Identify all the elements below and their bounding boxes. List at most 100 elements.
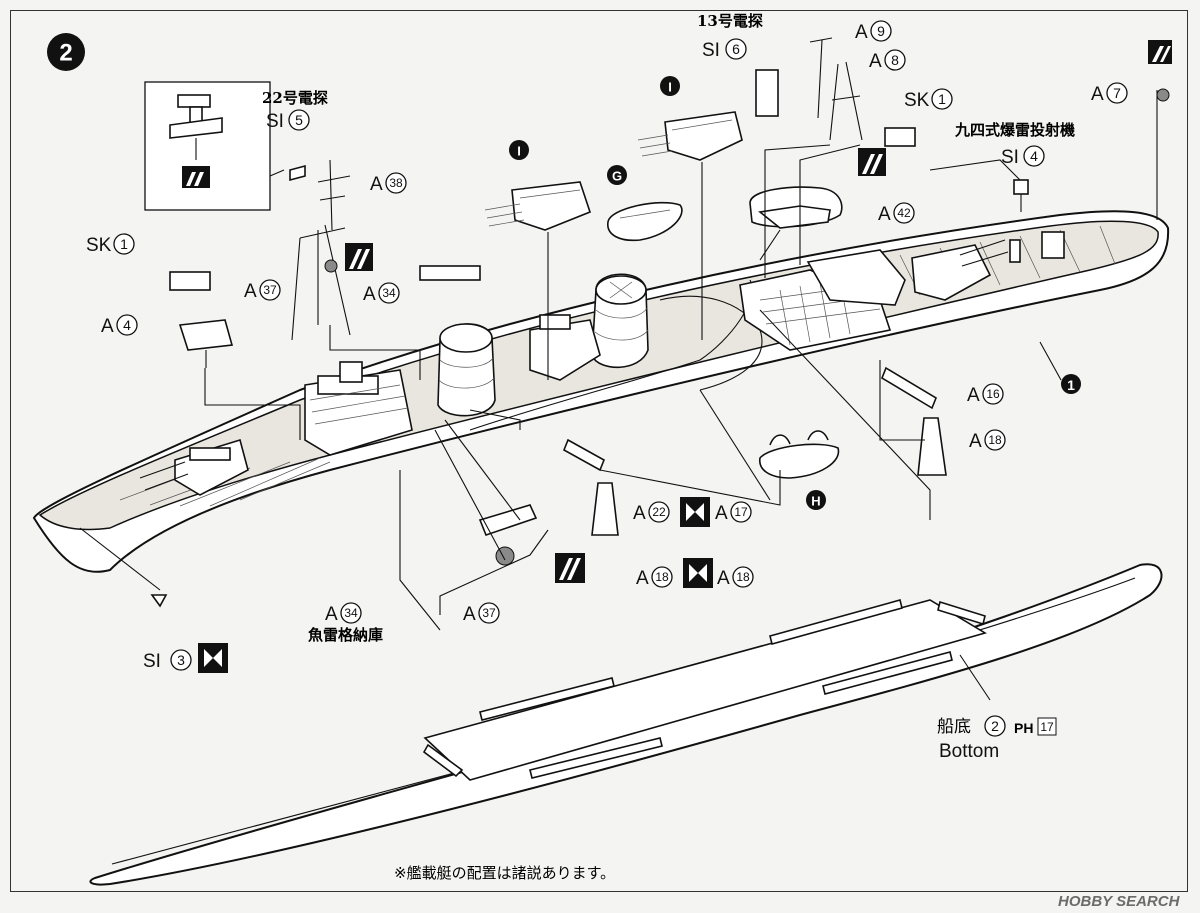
bridge-superstructure xyxy=(304,361,413,456)
callout-number: 1 xyxy=(938,91,946,107)
part-si3 xyxy=(150,594,168,608)
svg-text:G: G xyxy=(612,169,622,184)
note-text: ※艦載艇の配置は諸説あります。 xyxy=(394,864,615,882)
callout-sprue: SK xyxy=(86,235,112,256)
decal-icon xyxy=(858,148,886,176)
callout-sprue: A xyxy=(969,431,982,452)
callout-sprue: A xyxy=(636,568,649,589)
decal-icon xyxy=(345,243,373,271)
callout-number-circle xyxy=(478,602,500,624)
hull-bottom-part xyxy=(89,563,1163,886)
callout-number-circle xyxy=(1106,82,1128,104)
radar-detail-inset xyxy=(144,81,285,211)
decal-icon xyxy=(1148,40,1172,64)
callout-number-circle xyxy=(931,88,953,110)
callout-number-circle xyxy=(340,602,362,624)
callout-number: 9 xyxy=(877,23,885,39)
step-badge: 2 xyxy=(47,33,85,71)
callout-number-circle xyxy=(732,566,754,588)
callout-number-circle xyxy=(113,233,135,255)
pair-icon xyxy=(198,643,228,673)
callout-number: 34 xyxy=(382,286,396,300)
callout-number: 8 xyxy=(891,52,899,68)
callout-si4: SI 4 xyxy=(1001,145,1045,168)
svg-text:I: I xyxy=(668,80,672,95)
callout-number-circle xyxy=(259,279,281,301)
callout-number-circle xyxy=(884,49,906,71)
svg-text:4: 4 xyxy=(1030,148,1038,164)
turret-shield-i-2: I xyxy=(637,76,743,161)
pair-icon xyxy=(683,558,713,588)
svg-text:5: 5 xyxy=(295,112,303,128)
callout-number: 1 xyxy=(120,236,128,252)
callout-number: 7 xyxy=(1113,85,1121,101)
callout-si5: SI 5 xyxy=(266,109,310,132)
svg-text:I: I xyxy=(517,144,521,159)
callout-sprue: A xyxy=(101,316,114,337)
svg-text:船底: 船底 xyxy=(937,717,971,737)
svg-text:PH: PH xyxy=(1014,720,1033,736)
radar13-label: 13号電探 xyxy=(697,12,763,30)
deck-depth-charge-rack xyxy=(1009,231,1065,263)
callout-number: 18 xyxy=(736,570,750,584)
svg-text:2: 2 xyxy=(991,718,999,734)
callout-a18-right: A 18 xyxy=(969,429,1006,452)
svg-text:Bottom: Bottom xyxy=(939,741,999,762)
aft-funnel xyxy=(591,273,649,369)
callout-sprue: A xyxy=(325,604,338,625)
callout-number: 34 xyxy=(344,606,358,620)
forward-turret xyxy=(139,438,249,496)
callout-sk1-left: SK 1 xyxy=(86,233,135,256)
part-sk1-top xyxy=(884,127,916,147)
aft-structure xyxy=(739,249,906,351)
callout-number-circle xyxy=(870,20,892,42)
torpedo-store-label: 魚雷格納庫 xyxy=(308,626,383,644)
part-a16 xyxy=(881,366,937,410)
callout-number-circle xyxy=(648,501,670,523)
svg-text:SI: SI xyxy=(266,111,284,132)
callout-number: 18 xyxy=(988,433,1002,447)
guide-lines xyxy=(79,144,1021,631)
callout-number: 17 xyxy=(734,505,748,519)
part-a4 xyxy=(178,319,234,368)
part-si4 xyxy=(1013,179,1029,212)
callout-number: 37 xyxy=(482,606,496,620)
part-a38-top xyxy=(419,265,481,281)
part-a22 xyxy=(562,438,606,472)
callout-number: 3 xyxy=(177,652,185,668)
callout-number: 38 xyxy=(389,176,403,190)
callout-sprue: A xyxy=(363,284,376,305)
callout-a34-upper: A 34 xyxy=(363,282,400,305)
callout-number-circle xyxy=(982,383,1004,405)
callout-number: 16 xyxy=(986,387,1000,401)
callout-number: 4 xyxy=(123,317,131,333)
callout-number: 22 xyxy=(652,505,666,519)
radar22-label: 22号電探 xyxy=(262,89,328,107)
page-frame xyxy=(10,10,1188,892)
bottom-label: 船底 2 PH 17 Bottom xyxy=(937,715,1057,762)
callout-sprue: A xyxy=(1091,84,1104,105)
decal-icon xyxy=(555,553,585,583)
svg-text:2: 2 xyxy=(59,40,72,67)
callout-number-circle xyxy=(651,566,673,588)
part-a18-lower xyxy=(591,482,619,536)
part-a37-lower xyxy=(439,529,549,615)
svg-text:1: 1 xyxy=(1067,377,1075,393)
japanese-labels: 22号電探 13号電探 九四式爆雷投射機 魚雷格納庫 ※艦載艇の配置は諸説ありま… xyxy=(262,12,1075,882)
callout-a34-lower: A 34 xyxy=(325,602,362,625)
mainmast xyxy=(809,37,863,141)
foremast xyxy=(289,159,351,341)
callout-number-circle xyxy=(116,314,138,336)
